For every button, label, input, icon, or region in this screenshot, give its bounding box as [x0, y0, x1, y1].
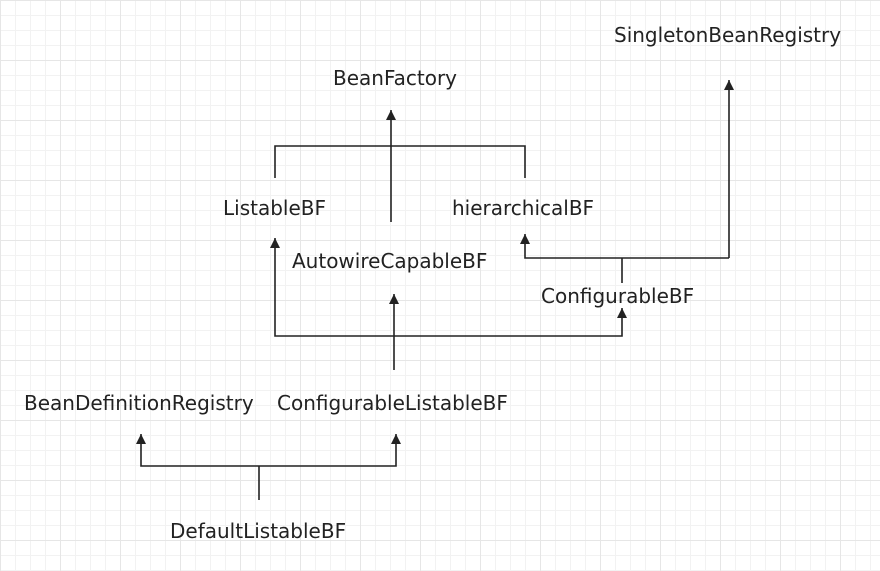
hierarchical-bf-label: hierarchicalBF	[452, 196, 595, 220]
singleton-bean-registry-label: SingletonBeanRegistry	[614, 23, 842, 47]
autowire-capable-bf-label: AutowireCapableBF	[292, 249, 488, 273]
listable-up-arrow	[269, 238, 394, 337]
listable-to-beanfactory-connector	[274, 145, 526, 178]
configurable-bf-label: ConfigurableBF	[541, 284, 695, 308]
default-listable-bf-label: DefaultListableBF	[170, 519, 347, 543]
beandefinitionregistry-up-arrow	[135, 434, 259, 467]
listable-bf-label: ListableBF	[223, 196, 326, 220]
configurablelistable-up-arrow	[259, 434, 402, 467]
configurablebf-up-arrow	[394, 308, 628, 337]
configurable-listable-bf-label: ConfigurableListableBF	[277, 391, 508, 415]
bean-factory-label: BeanFactory	[333, 66, 458, 90]
configurable-to-hierarchical-arrow	[519, 234, 729, 259]
bean-definition-registry-label: BeanDefinitionRegistry	[24, 391, 254, 415]
